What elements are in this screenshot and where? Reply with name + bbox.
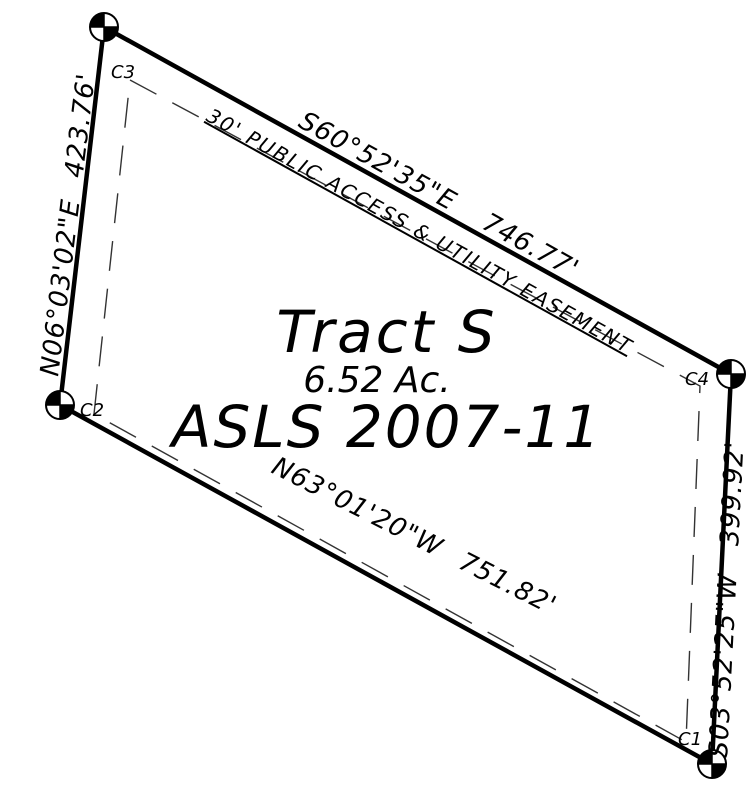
- east-line-call: S03°52'25"W 399.92': [704, 440, 751, 758]
- monument-c4: [716, 359, 746, 389]
- corner-label-c4: C4: [685, 369, 709, 390]
- monument-c1: [697, 749, 727, 779]
- survey-number: ASLS 2007-11: [168, 393, 602, 461]
- monument-c2: [45, 390, 75, 420]
- west-line-call: N06°03'02"E 423.76': [35, 71, 102, 378]
- south-line-call: N63°01'20"W 751.82': [267, 452, 561, 622]
- west-distance: 423.76': [60, 71, 103, 179]
- monument-c3: [89, 12, 119, 42]
- east-bearing: S03°52'25"W: [704, 572, 744, 758]
- corner-label-c1: C1: [678, 729, 702, 750]
- east-distance: 399.92': [715, 440, 750, 547]
- south-bearing: N63°01'20"W: [267, 452, 448, 564]
- west-bearing: N06°03'02"E: [35, 197, 86, 378]
- tract-area: 6.52 Ac.: [303, 360, 450, 401]
- corner-label-c3: C3: [111, 62, 135, 83]
- easement-line: [93, 79, 701, 744]
- corner-label-c2: C2: [80, 400, 104, 421]
- tract-name: Tract S: [276, 298, 497, 366]
- south-distance: 751.82': [454, 547, 561, 621]
